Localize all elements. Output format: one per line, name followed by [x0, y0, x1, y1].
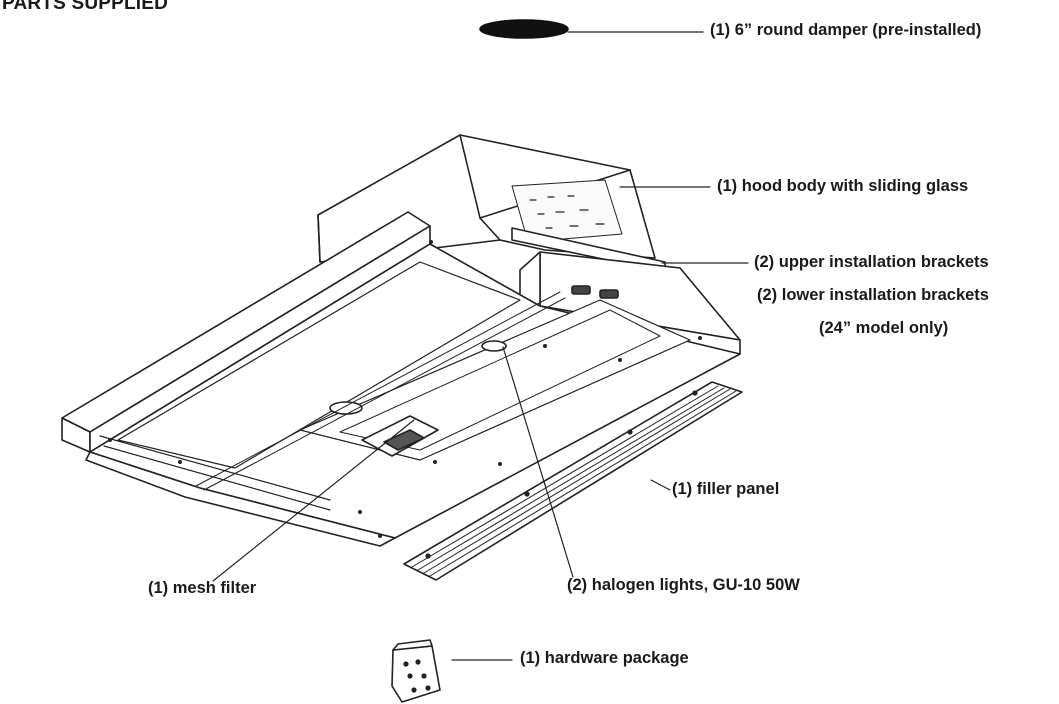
damper-label: (1) 6” round damper (pre-installed) [710, 21, 982, 39]
halogen-lights-label: (2) halogen lights, GU-10 50W [567, 576, 800, 594]
filler-panel-label: (1) filler panel [672, 480, 780, 498]
lower-brackets-label: (2) lower installation brackets [757, 286, 989, 304]
callout-lines [212, 31, 749, 661]
hardware-package-illustration [391, 639, 441, 703]
lower-brackets-note: (24” model only) [819, 319, 949, 337]
hardware-package-label: (1) hardware package [520, 649, 689, 667]
damper-illustration [479, 19, 569, 39]
mesh-filter-label: (1) mesh filter [148, 579, 257, 597]
hood-body-label: (1) hood body with sliding glass [717, 177, 969, 195]
upper-brackets-label: (2) upper installation brackets [754, 253, 989, 271]
page-title: PARTS SUPPLIED [2, 0, 169, 14]
hood-tray-illustration [61, 211, 741, 547]
filler-panel-illustration [403, 381, 743, 581]
